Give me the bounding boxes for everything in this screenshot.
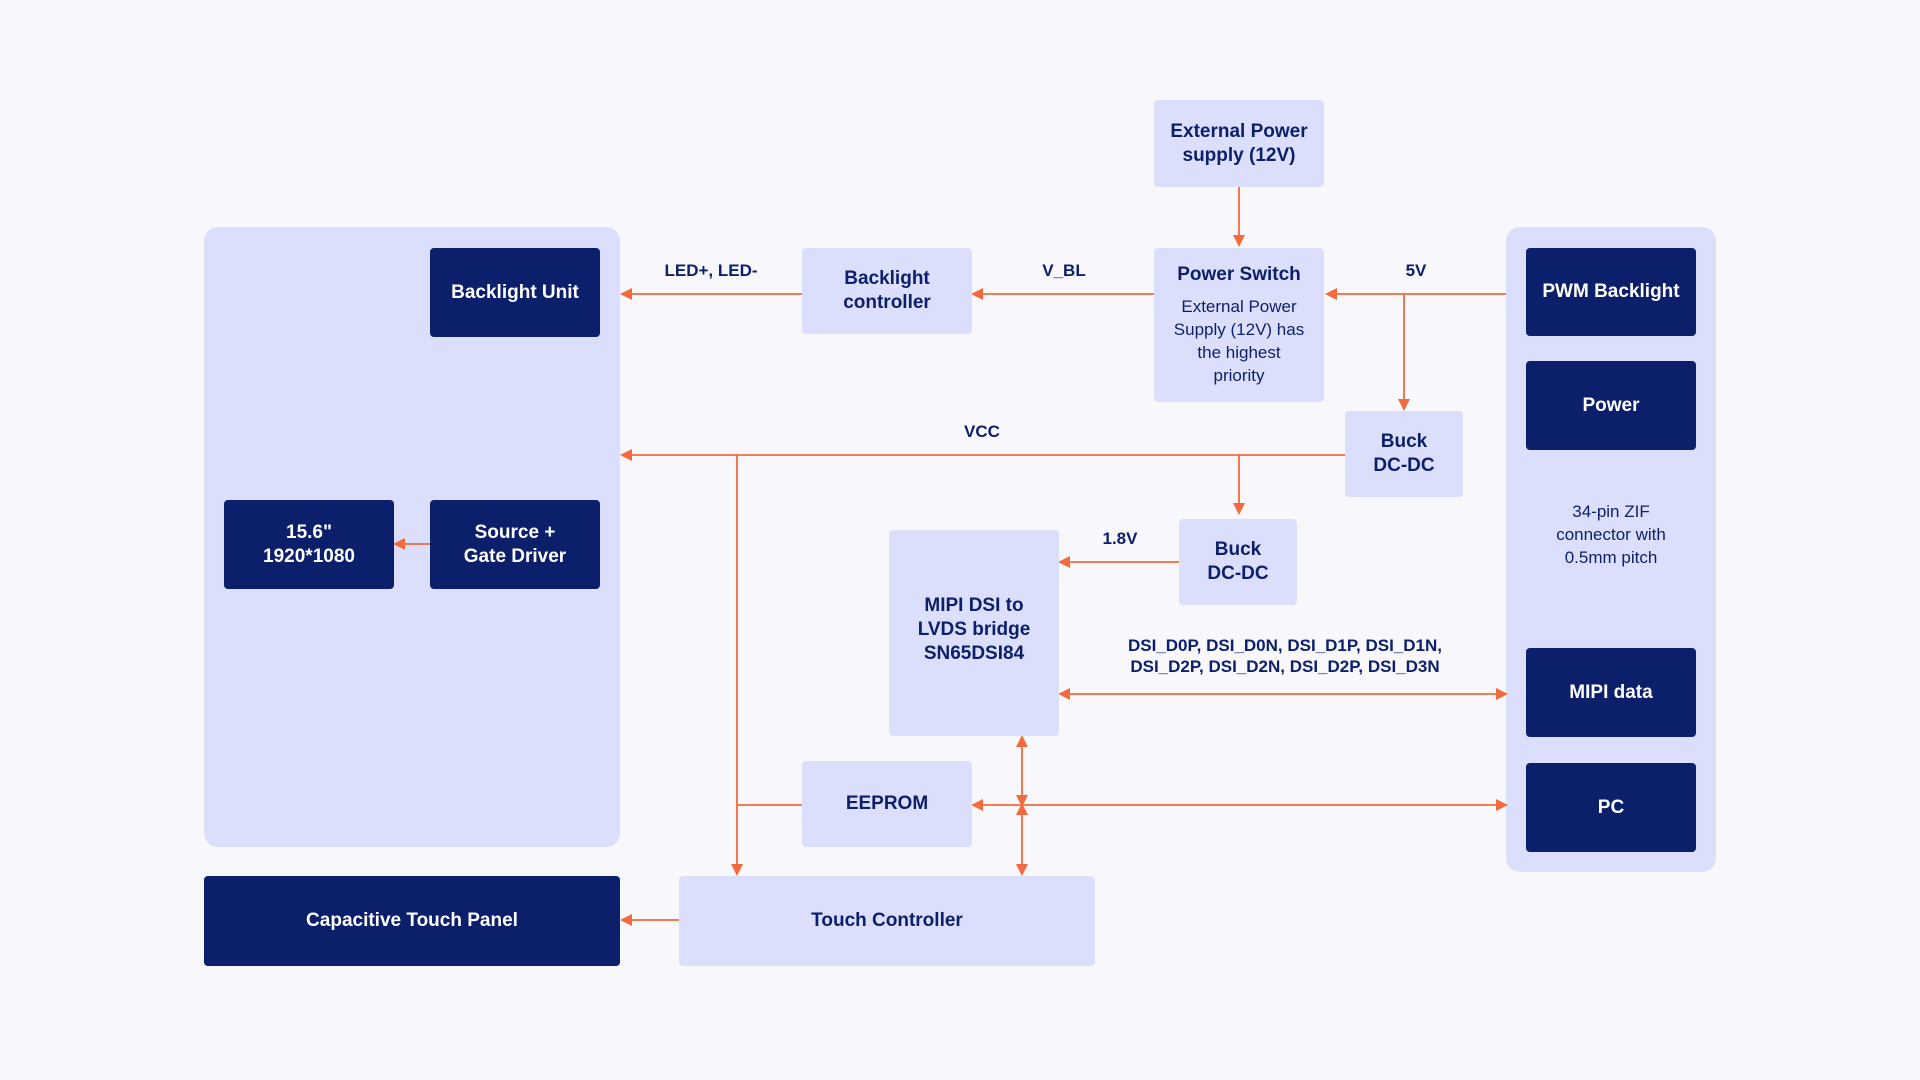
backlight-unit-label: Backlight Unit (451, 281, 579, 303)
power-block: Power (1526, 361, 1696, 450)
backlight-unit-block: Backlight Unit (430, 248, 600, 337)
pc-label: PC (1597, 796, 1625, 818)
power-switch-block: Power Switch External Power Supply (12V)… (1154, 248, 1324, 402)
signal-5v-label: 5V (1405, 261, 1427, 280)
external-power-supply-label: External Power supply (12V) (1170, 120, 1308, 166)
pwm-backlight-label: PWM Backlight (1542, 281, 1680, 302)
touch-controller-label: Touch Controller (811, 910, 963, 931)
buck-dc-dc-mid-label: Buck DC-DC (1207, 539, 1269, 584)
mipi-lvds-bridge-label: MIPI DSI to LVDS bridge SN65DSI84 (917, 595, 1031, 664)
touch-controller-block: Touch Controller (679, 876, 1095, 966)
backlight-controller-label: Backlight controller (843, 268, 931, 313)
buck-dc-dc-top-block: Buck DC-DC (1345, 411, 1463, 497)
capacitive-touch-panel-label: Capacitive Touch Panel (306, 910, 518, 931)
signal-led-label: LED+, LED- (664, 261, 758, 280)
source-gate-driver-block: Source + Gate Driver (430, 500, 600, 589)
signal-dsi-lanes-label: DSI_D0P, DSI_D0N, DSI_D1P, DSI_D1N, DSI_… (1127, 636, 1442, 676)
mipi-lvds-bridge-block: MIPI DSI to LVDS bridge SN65DSI84 (889, 530, 1059, 736)
power-switch-note: External Power Supply (12V) has the high… (1173, 297, 1305, 385)
pwm-backlight-block: PWM Backlight (1526, 248, 1696, 336)
mipi-data-label: MIPI data (1569, 681, 1653, 703)
signal-vbl-label: V_BL (1042, 261, 1086, 280)
signal-vcc-label: VCC (964, 422, 1000, 441)
buck-dc-dc-top-label: Buck DC-DC (1373, 431, 1435, 476)
backlight-controller-block: Backlight controller (802, 248, 972, 334)
eeprom-label: EEPROM (845, 793, 929, 814)
signal-1v8-label: 1.8V (1102, 529, 1138, 548)
capacitive-touch-panel-block: Capacitive Touch Panel (204, 876, 620, 966)
power-switch-title: Power Switch (1177, 264, 1301, 285)
eeprom-block: EEPROM (802, 761, 972, 847)
display-block: 15.6" 1920*1080 (224, 500, 394, 589)
power-label: Power (1582, 394, 1640, 416)
external-power-supply-block: External Power supply (12V) (1154, 100, 1324, 187)
connector-note: 34-pin ZIF connector with 0.5mm pitch (1556, 502, 1666, 567)
display-label: 15.6" 1920*1080 (263, 521, 355, 567)
pc-block: PC (1526, 763, 1696, 852)
source-gate-driver-label: Source + Gate Driver (463, 521, 567, 567)
mipi-data-block: MIPI data (1526, 648, 1696, 737)
buck-dc-dc-mid-block: Buck DC-DC (1179, 519, 1297, 605)
